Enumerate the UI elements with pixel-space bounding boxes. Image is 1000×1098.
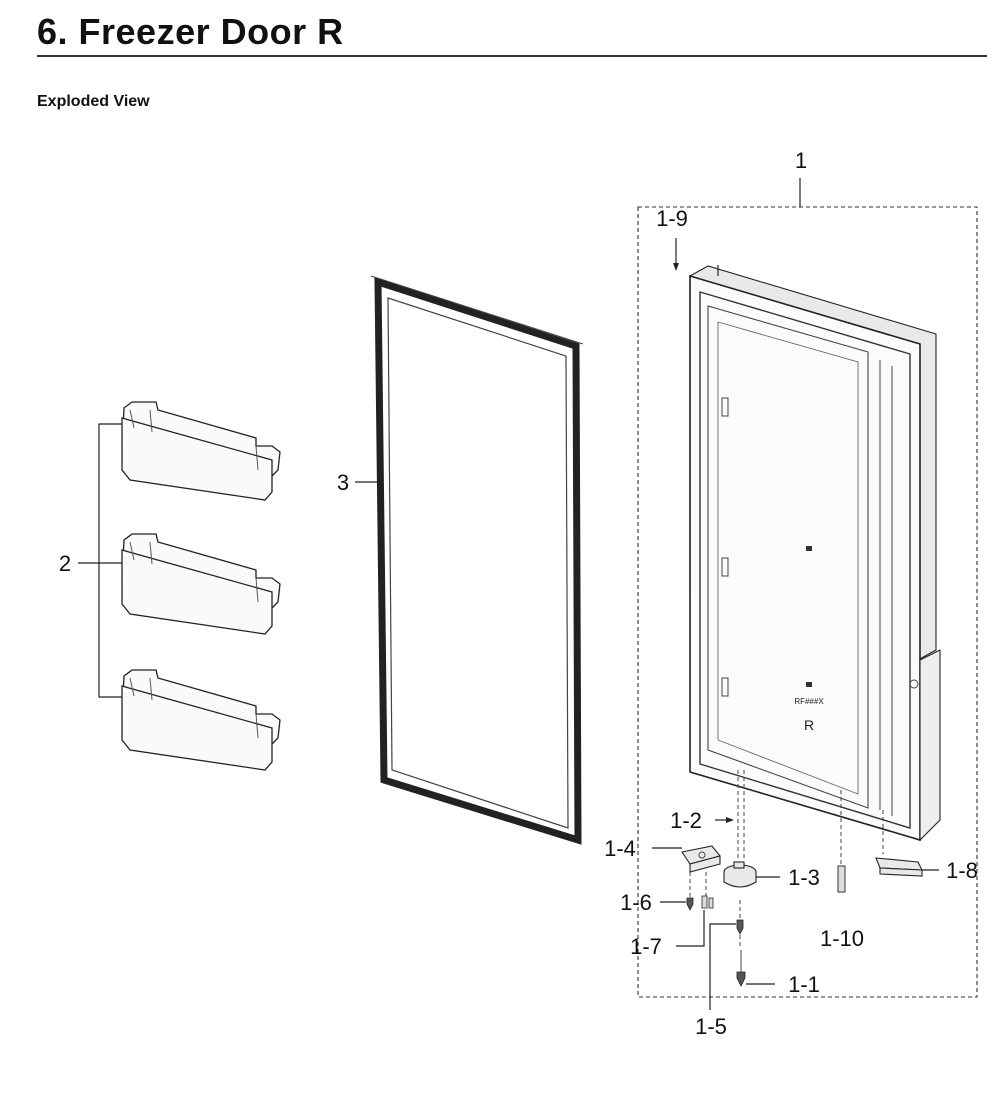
door-model-marking: RF###X [794, 697, 824, 706]
door-guard-bottom [121, 669, 281, 771]
section-label: Exploded View [37, 93, 150, 110]
page-title: 6. Freezer Door R [37, 11, 344, 52]
callout-2: 2 [59, 551, 71, 576]
callout-1-2: 1-2 [670, 808, 702, 833]
callout-3: 3 [337, 470, 349, 495]
screw-1-9-icon [673, 263, 679, 271]
guard-leader-bracket [78, 423, 122, 698]
callout-1-9: 1-9 [656, 206, 688, 231]
callout-1-6: 1-6 [620, 890, 652, 915]
door-gasket [370, 275, 584, 845]
callout-1-10: 1-10 [820, 926, 864, 951]
leader-1-5 [709, 923, 736, 1010]
leader-1-7 [676, 910, 705, 947]
callout-1-5: 1-5 [695, 1014, 727, 1039]
callout-1-1: 1-1 [788, 972, 820, 997]
door-guard-top [121, 401, 281, 501]
callout-1-4: 1-4 [604, 836, 636, 861]
callout-1-7: 1-7 [630, 934, 662, 959]
callout-1-8: 1-8 [946, 858, 978, 883]
callout-1: 1 [795, 148, 807, 173]
callout-1-3: 1-3 [788, 865, 820, 890]
hinge-parts [681, 770, 923, 987]
title-underline [37, 55, 987, 57]
door-guard-middle [121, 533, 281, 635]
door-side-marking: R [804, 717, 814, 733]
freezer-door-assembly [637, 206, 978, 998]
